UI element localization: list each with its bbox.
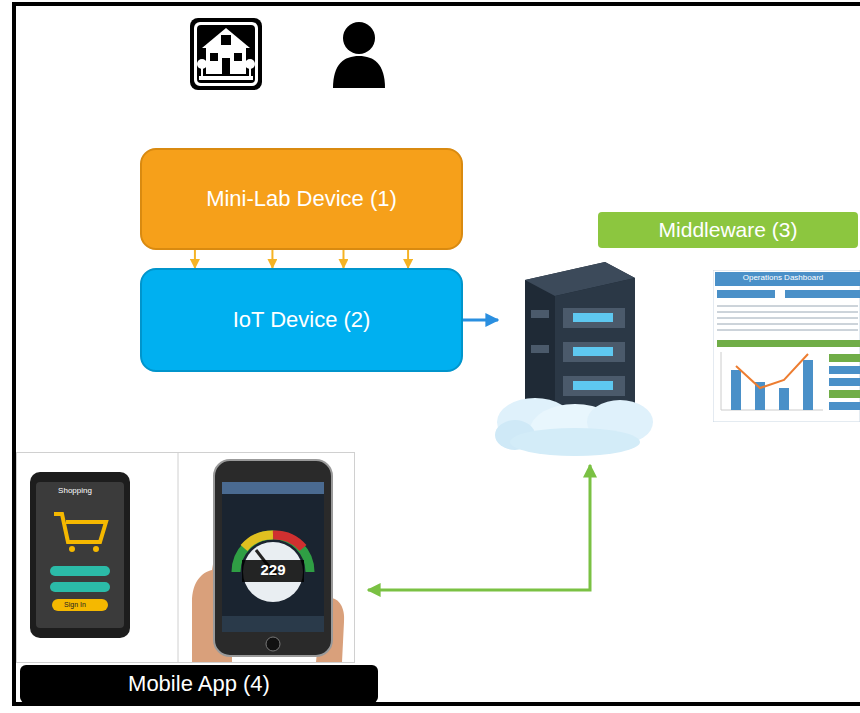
server-illustration [495,250,655,460]
flow-arrow [407,250,409,268]
button-text: Sign In [40,601,110,609]
flow-arrow [342,250,344,268]
person-icon [330,20,388,88]
hand-phone [192,460,344,662]
house-icon [188,16,264,92]
flow-arrow [368,465,590,590]
dashboard-illustration [713,270,860,422]
dashboard-title: Operations Dashboard [723,273,843,283]
cloud [495,398,653,456]
node-label: IoT Device (2) [142,307,461,333]
gauge-value: 229 [243,561,303,579]
shopping-phone [30,472,130,638]
node-label: Middleware (3) [598,212,858,248]
node-label: Mini-Lab Device (1) [142,186,461,212]
node-label: Mobile App (4) [20,665,378,703]
flow-arrow [463,319,498,322]
app-screen-title: Shopping [40,486,110,496]
flow-arrow [194,250,196,268]
flow-arrow [271,250,273,268]
middleware-group: Middleware (3) [498,205,858,465]
device-box: Mini-Lab Device (1) [140,148,463,250]
device-box: IoT Device (2) [140,268,463,372]
